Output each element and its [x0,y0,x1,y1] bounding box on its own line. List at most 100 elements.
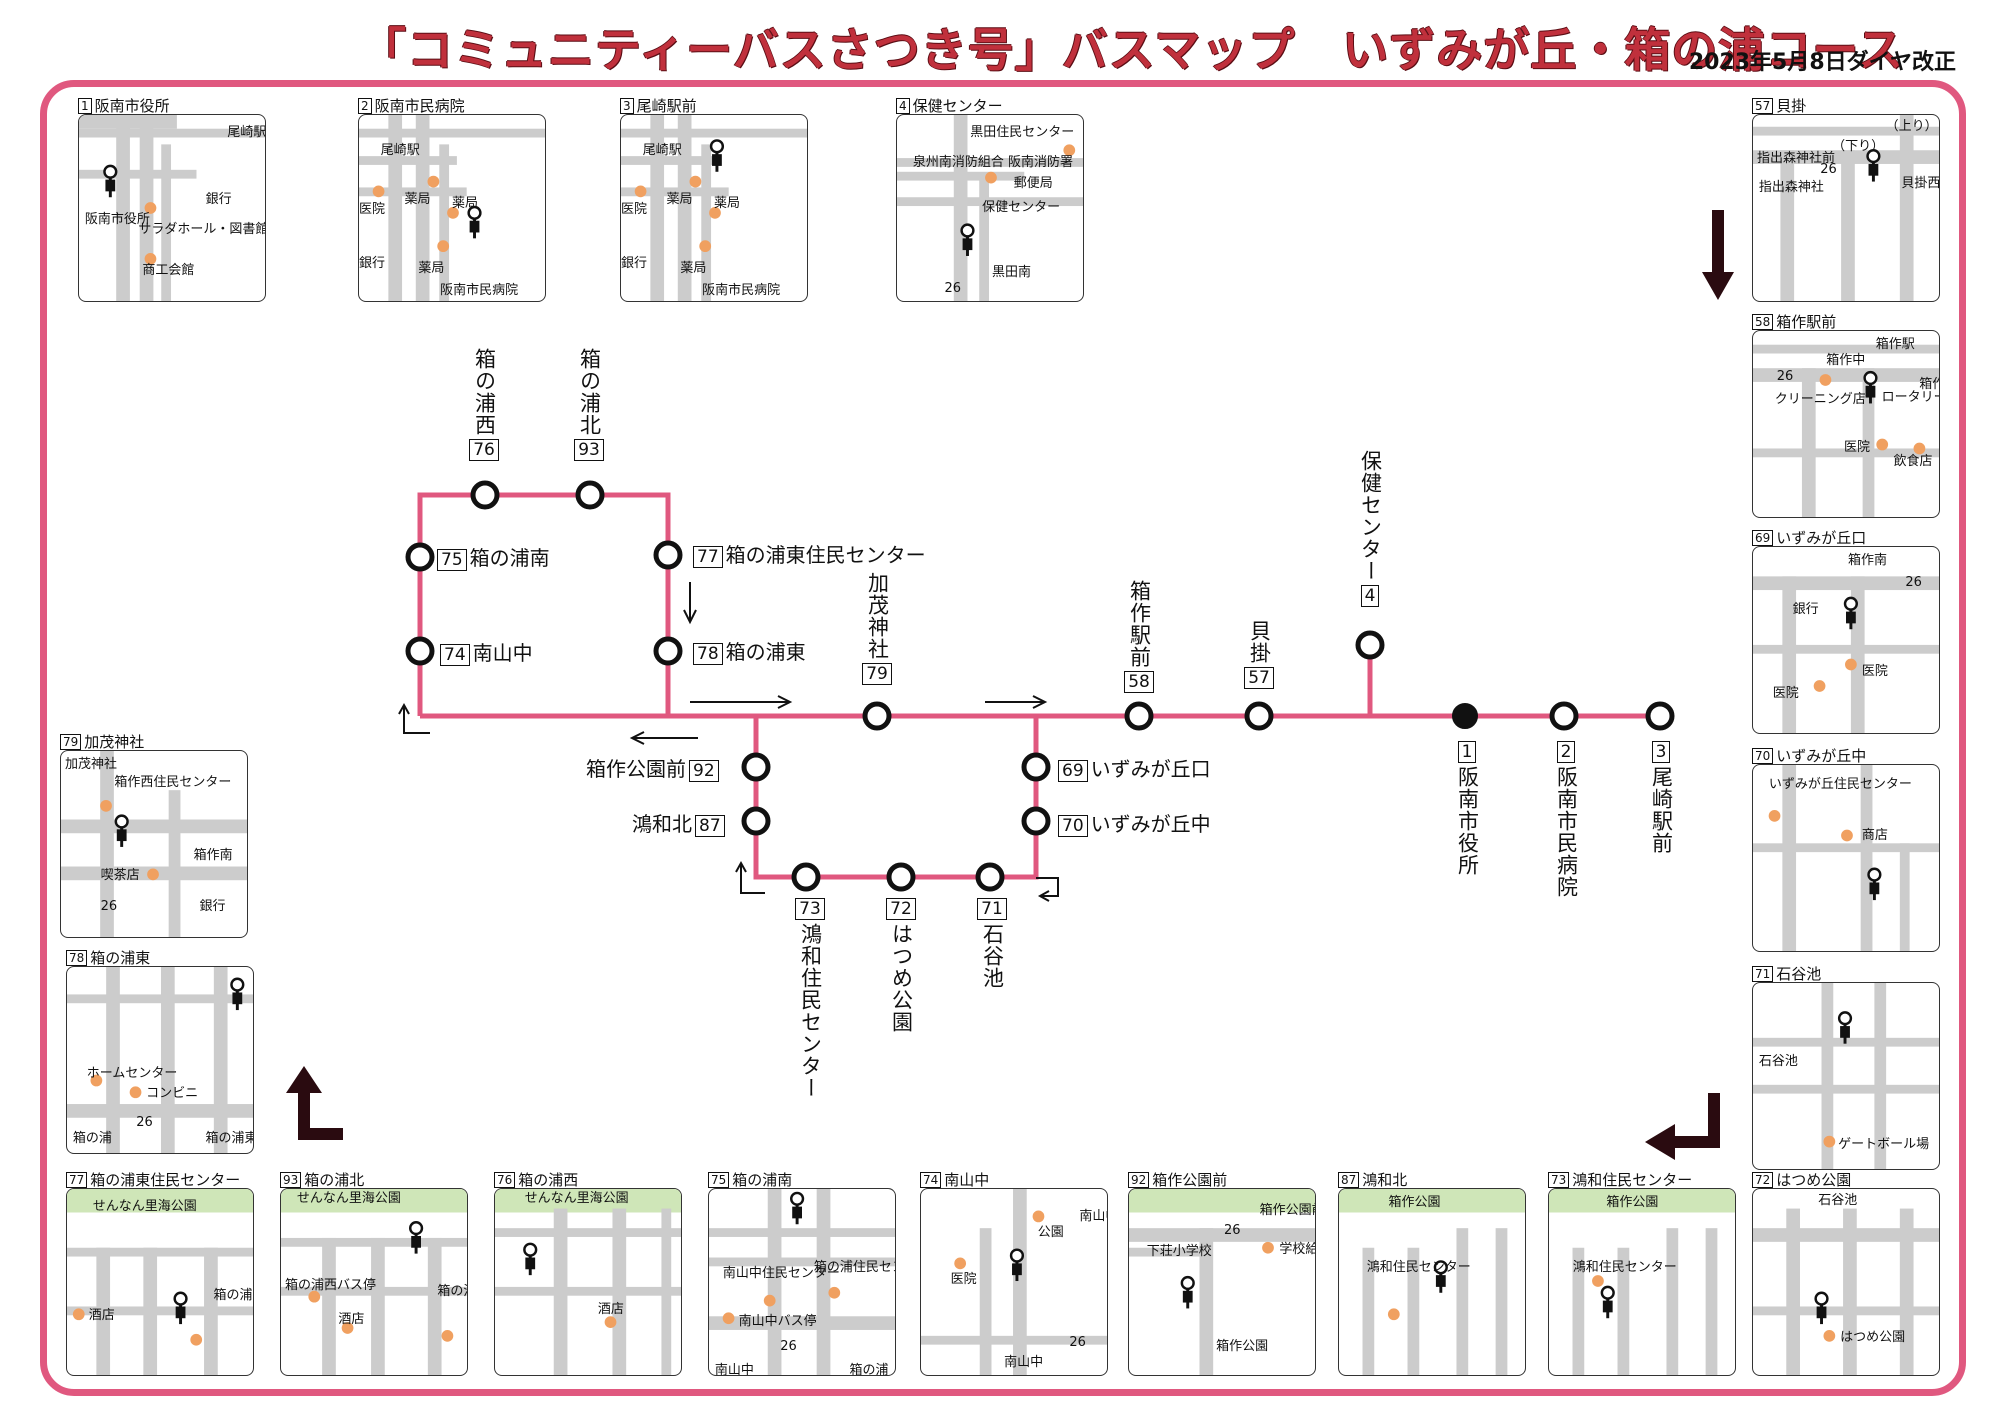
poi-marker [1063,144,1076,157]
stop-marker-1[interactable] [1452,703,1478,729]
poi-marker [1823,1135,1836,1148]
stop-marker-79[interactable] [862,701,892,731]
bus-stop-icon[interactable] [1600,1285,1615,1300]
stop-marker-4[interactable] [1355,630,1385,660]
bus-stop-icon[interactable] [114,814,129,829]
map-place-label: ロータリー [1881,390,1939,406]
stop-marker-77[interactable] [653,540,683,570]
stop-marker-3[interactable] [1645,701,1675,731]
bus-stop-icon[interactable] [1867,867,1882,882]
bus-stop-board [1435,1275,1446,1287]
inset-map-75[interactable]: 75箱の浦南南山中住民センター箱の浦住民センター南山中バス停南山中箱の浦26 [708,1171,896,1376]
bus-stop-icon[interactable] [1433,1260,1448,1275]
bus-stop-icon[interactable] [1863,370,1878,386]
bus-stop-icon[interactable] [467,205,482,220]
park-area [1339,1189,1525,1213]
stop-marker-70[interactable] [1021,806,1051,836]
bus-stop-icon[interactable] [1814,1291,1829,1306]
stop-marker-72[interactable] [886,862,916,892]
stop-marker-87[interactable] [741,806,771,836]
bus-stop-icon[interactable] [1843,596,1858,611]
stop-marker-2[interactable] [1549,701,1579,731]
inset-map-58[interactable]: 58箱作駅前箱作駅箱作中箱作クリーニング店ロータリー医院飲食店26 [1752,313,1940,518]
inset-map-74[interactable]: 74南山中公園南山中住民センター医院南山中26 [920,1171,1108,1376]
bus-stop-icon[interactable] [790,1191,805,1206]
bus-stop-icon[interactable] [523,1242,538,1257]
bus-stop-board [1602,1300,1613,1313]
stop-marker-69[interactable] [1021,752,1051,782]
stop-marker-78[interactable] [653,636,683,666]
stop-marker-57[interactable] [1244,701,1274,731]
bus-stop-icon[interactable] [1837,1011,1853,1026]
stop-marker-71[interactable] [975,862,1005,892]
bus-stop-icon[interactable] [230,977,245,992]
bus-stop-icon[interactable] [709,139,725,154]
road [1753,368,1939,382]
stop-marker-74[interactable] [405,636,435,666]
stop-marker-73[interactable] [791,862,821,892]
stop-marker-75[interactable] [405,542,435,572]
map-place-label: 薬局 [666,192,693,208]
inset-map-93[interactable]: 93箱の浦北せんなん里海公園箱の浦西バス停酒店箱の浦住民センター [280,1171,468,1376]
road [1753,344,1939,354]
stop-marker-58[interactable] [1124,701,1154,731]
bus-stop-icon[interactable] [103,164,118,179]
map-place-label: 箱の浦西バス停 [284,1278,376,1294]
bus-stop-icon[interactable] [1180,1275,1195,1291]
bus-stop-icon[interactable] [1866,149,1881,164]
bus-stop-icon[interactable] [408,1221,424,1236]
inset-map-drawing [897,115,1083,301]
road [621,156,719,165]
road [427,1237,442,1375]
inset-map-77[interactable]: 77箱の浦東住民センターせんなん里海公園酒店箱の浦東住民センター [66,1171,254,1376]
bus-stop-icon[interactable] [173,1291,188,1306]
park-area [67,1189,253,1213]
map-place-label: 喫茶店 [100,867,140,883]
stop-marker-92[interactable] [741,752,771,782]
inset-map-92[interactable]: 92箱作公園前箱作公園前下荘小学校学校給食センター箱作公園26 [1128,1171,1316,1376]
inset-map-area: 尾崎駅医院薬局薬局銀行薬局阪南市民病院 [358,114,546,302]
bus-stop-icon[interactable] [1009,1248,1025,1263]
bus-stop-icon[interactable] [960,223,975,238]
stop-marker-93[interactable] [575,480,605,510]
stop-marker-76[interactable] [470,480,500,510]
